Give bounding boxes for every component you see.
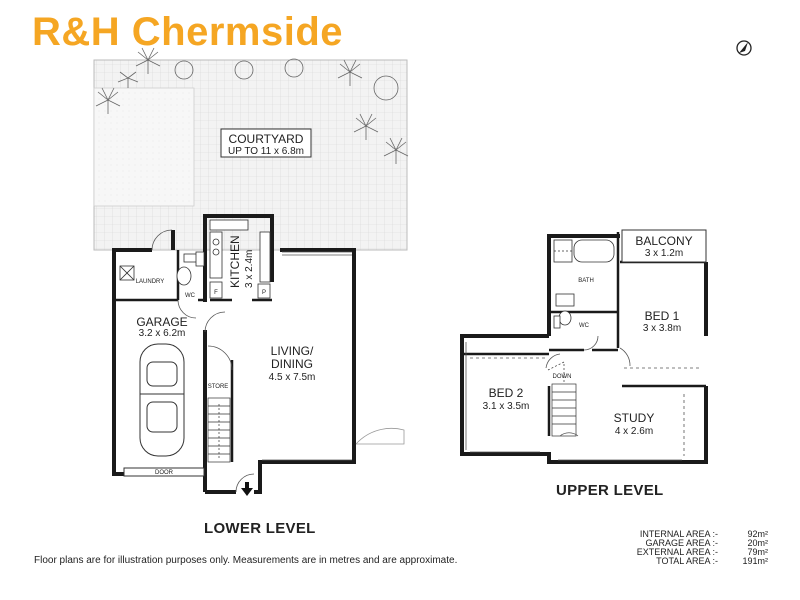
laundry-label: LAUNDRY bbox=[136, 279, 165, 285]
stairs-upper bbox=[547, 361, 577, 437]
courtyard-label-box bbox=[220, 128, 312, 158]
pantry-label: P bbox=[262, 290, 266, 296]
area-label: EXTERNAL AREA :- bbox=[636, 547, 718, 557]
area-label: TOTAL AREA :- bbox=[656, 556, 718, 566]
lower-level-title: LOWER LEVEL bbox=[204, 520, 316, 537]
disclaimer: Floor plans are for illustration purpose… bbox=[34, 555, 458, 566]
garage-label: GARAGE bbox=[136, 315, 187, 329]
area-label: INTERNAL AREA :- bbox=[639, 529, 718, 539]
wc-upper-label: WC bbox=[579, 323, 590, 329]
area-row-garage: GARAGE AREA :- 20m² bbox=[600, 539, 768, 548]
courtyard-dims: UP TO 11 x 6.8m bbox=[228, 146, 304, 157]
upper-level-title: UPPER LEVEL bbox=[556, 482, 664, 499]
courtyard-label: COURTYARD bbox=[229, 132, 304, 146]
garage-door-label: DOOR bbox=[155, 470, 174, 476]
down-label: DOWN bbox=[553, 374, 572, 380]
bed1-label: BED 1 bbox=[645, 309, 680, 323]
door-swings-lower bbox=[151, 229, 405, 493]
area-value: 92m² bbox=[747, 529, 768, 539]
north-compass-icon bbox=[734, 38, 754, 63]
stairs-lower bbox=[207, 397, 231, 463]
wc-lower-label: WC bbox=[185, 293, 196, 299]
kitchen-label: KITCHEN bbox=[228, 235, 242, 288]
courtyard-area bbox=[93, 59, 408, 251]
garage-door bbox=[123, 467, 205, 477]
area-value: 191m² bbox=[742, 556, 768, 566]
bath-label: BATH bbox=[578, 278, 594, 284]
door-swings-upper bbox=[545, 335, 631, 437]
bed2-dims: 3.1 x 3.5m bbox=[483, 401, 530, 412]
kitchen-fixtures bbox=[209, 219, 271, 299]
garage-dims: 3.2 x 6.2m bbox=[139, 328, 186, 339]
study-label: STUDY bbox=[614, 411, 655, 425]
brand-title: R&H Chermside bbox=[32, 10, 344, 54]
balcony-label: BALCONY bbox=[635, 234, 692, 248]
car-icon bbox=[139, 343, 185, 457]
living-label-2: DINING bbox=[271, 357, 313, 371]
living-dims: 4.5 x 7.5m bbox=[269, 372, 316, 383]
living-label: LIVING/ bbox=[271, 344, 314, 358]
laundry-fixtures bbox=[119, 251, 205, 286]
bath-fixtures bbox=[553, 239, 615, 329]
balcony-dims: 3 x 1.2m bbox=[645, 248, 683, 259]
area-row-total: TOTAL AREA :- 191m² bbox=[600, 557, 768, 566]
area-row-internal: INTERNAL AREA :- 92m² bbox=[600, 530, 768, 539]
entry-arrow-icon bbox=[241, 482, 253, 496]
garden-trees bbox=[95, 47, 409, 164]
store-label: STORE bbox=[208, 384, 229, 390]
area-value: 20m² bbox=[747, 538, 768, 548]
study-dims: 4 x 2.6m bbox=[615, 426, 653, 437]
upper-level-walls bbox=[460, 232, 708, 464]
bed1-dims: 3 x 3.8m bbox=[643, 323, 681, 334]
upper-wardrobes bbox=[465, 342, 700, 461]
area-summary: INTERNAL AREA :- 92m² GARAGE AREA :- 20m… bbox=[600, 530, 768, 566]
fridge-label: F bbox=[214, 290, 218, 296]
area-label: GARAGE AREA :- bbox=[645, 538, 718, 548]
kitchen-dims: 3 x 2.4m bbox=[244, 250, 255, 288]
area-row-external: EXTERNAL AREA :- 79m² bbox=[600, 548, 768, 557]
bed2-label: BED 2 bbox=[489, 386, 524, 400]
balcony-outline bbox=[621, 229, 707, 263]
living-windows bbox=[262, 251, 352, 461]
area-value: 79m² bbox=[747, 547, 768, 557]
